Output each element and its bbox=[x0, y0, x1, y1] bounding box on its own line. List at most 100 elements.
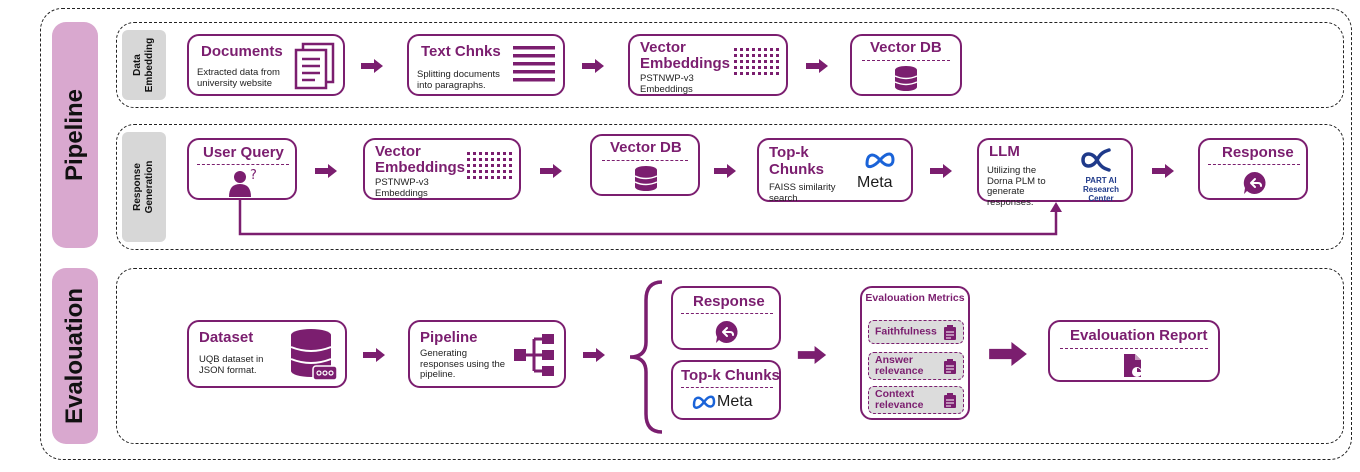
metric-context-relevance: Context relevance bbox=[868, 386, 964, 414]
user-question-icon: ? bbox=[229, 168, 257, 197]
query-to-llm-connector bbox=[238, 200, 1062, 236]
response-generation-label: Response Generation bbox=[122, 132, 166, 242]
arrow-icon bbox=[797, 346, 827, 364]
arrow-icon bbox=[806, 59, 828, 73]
pipeline-node: Pipeline Generating responses using the … bbox=[408, 320, 566, 388]
arrow-icon bbox=[930, 164, 952, 178]
eval-topk-node: Top-k Chunks Meta bbox=[671, 360, 781, 420]
clipboard-icon bbox=[944, 325, 956, 340]
vector-embeddings-node: Vector Embeddings PSTNWP-v3 Embeddings bbox=[628, 34, 788, 96]
evaluation-label: Evalouation bbox=[52, 268, 98, 444]
embedding-grid-icon bbox=[467, 152, 512, 179]
part-ai-logo-text: PART AI Research Center bbox=[1071, 176, 1131, 203]
arrow-icon bbox=[540, 164, 562, 178]
vector-embeddings-desc: PSTNWP-v3 Embeddings bbox=[640, 73, 694, 95]
user-query-title: User Query bbox=[203, 144, 284, 161]
pipeline-desc: Generating responses using the pipeline. bbox=[420, 348, 506, 380]
embedding-grid-icon bbox=[734, 48, 779, 75]
arrow-icon bbox=[1152, 164, 1174, 178]
dataset-desc: UQB dataset in JSON format. bbox=[199, 354, 264, 376]
text-chunks-node: Text Chnks Splitting documents into para… bbox=[407, 34, 565, 96]
vector-embeddings-title: Vector Embeddings bbox=[640, 39, 731, 72]
vector-db-title: Vector DB bbox=[870, 39, 942, 56]
metric-label: Answer relevance bbox=[875, 354, 924, 377]
dataset-node: Dataset UQB dataset in JSON format. bbox=[187, 320, 347, 388]
arrow-icon bbox=[363, 348, 385, 362]
pipeline-title: Pipeline bbox=[420, 329, 478, 346]
metric-answer-relevance: Answer relevance bbox=[868, 352, 964, 380]
evaluation-section bbox=[116, 268, 1344, 444]
diagram-frame bbox=[40, 8, 1352, 460]
title-underline bbox=[862, 60, 950, 61]
data-embedding-section bbox=[116, 22, 1344, 108]
response-node: Response bbox=[1198, 138, 1308, 200]
arrow-icon bbox=[714, 164, 736, 178]
pipeline-label: Pipeline bbox=[52, 22, 98, 248]
response-title: Response bbox=[1222, 144, 1294, 161]
part-ai-logo-line2: Research Center bbox=[1082, 185, 1120, 203]
report-node: Evalouation Report bbox=[1048, 320, 1220, 382]
documents-desc: Extracted data from university website bbox=[197, 67, 280, 89]
title-underline bbox=[681, 313, 773, 314]
text-chunks-title: Text Chnks bbox=[421, 43, 501, 60]
topk-chunks-title: Top-k Chunks bbox=[769, 144, 825, 178]
report-document-icon bbox=[1124, 354, 1142, 377]
vector-embeddings-title: Vector Embeddings bbox=[375, 143, 466, 176]
user-query-node: User Query ? bbox=[187, 138, 297, 200]
text-lines-icon bbox=[513, 46, 555, 82]
vector-db-title: Vector DB bbox=[610, 139, 682, 156]
vector-embeddings-node-2: Vector Embeddings PSTNWP-v3 Embeddings bbox=[363, 138, 521, 200]
database-icon bbox=[634, 166, 658, 191]
clipboard-icon bbox=[944, 393, 956, 408]
meta-logo-icon bbox=[865, 152, 895, 169]
data-embedding-label-text: Data Embedding bbox=[132, 37, 155, 93]
arrow-icon bbox=[583, 348, 605, 362]
part-ai-logo-icon bbox=[1081, 148, 1111, 172]
vector-embeddings-desc: PSTNWP-v3 Embeddings bbox=[375, 177, 429, 199]
metrics-node: Evalouation Metrics Faithfulness Answer … bbox=[860, 286, 970, 420]
eval-response-title: Response bbox=[693, 293, 765, 310]
database-icon bbox=[894, 66, 918, 91]
arrow-icon bbox=[989, 342, 1027, 366]
llm-node: LLM Utilizing the Dorna PLM to generate … bbox=[977, 138, 1133, 207]
topk-chunks-node: Top-k Chunks FAISS similarity search Met… bbox=[757, 138, 913, 204]
meta-logo-icon bbox=[692, 395, 716, 409]
svg-text:?: ? bbox=[250, 168, 257, 183]
reply-bubble-icon bbox=[715, 320, 738, 343]
data-embedding-label: Data Embedding bbox=[122, 30, 166, 100]
response-generation-section bbox=[116, 124, 1344, 250]
response-generation-label-text: Response Generation bbox=[132, 160, 155, 214]
dataset-database-icon bbox=[290, 329, 338, 381]
metric-label: Context relevance bbox=[875, 388, 924, 411]
arrow-icon bbox=[361, 59, 383, 73]
part-ai-logo-line1: PART AI bbox=[1085, 176, 1117, 185]
pipeline-label-text: Pipeline bbox=[61, 88, 88, 182]
meta-logo-text: Meta bbox=[717, 393, 753, 410]
arrow-icon bbox=[582, 59, 604, 73]
metrics-title: Evalouation Metrics bbox=[865, 292, 965, 304]
documents-node: Documents Extracted data from university… bbox=[187, 34, 345, 96]
evaluation-label-text: Evalouation bbox=[61, 287, 88, 425]
topk-chunks-desc: FAISS similarity search bbox=[769, 182, 836, 204]
meta-logo-text: Meta bbox=[857, 174, 893, 191]
title-underline bbox=[1208, 164, 1300, 165]
title-underline bbox=[681, 387, 773, 388]
report-title: Evalouation Report bbox=[1070, 327, 1208, 344]
vector-db-node: Vector DB bbox=[850, 34, 962, 96]
hierarchy-icon bbox=[514, 334, 554, 376]
eval-topk-title: Top-k Chunks bbox=[681, 367, 780, 384]
title-underline bbox=[197, 164, 289, 165]
text-chunks-desc: Splitting documents into paragraphs. bbox=[417, 69, 500, 91]
eval-response-node: Response bbox=[671, 286, 781, 350]
reply-bubble-icon bbox=[1243, 171, 1266, 194]
arrow-icon bbox=[315, 164, 337, 178]
clipboard-icon bbox=[944, 359, 956, 374]
dataset-title: Dataset bbox=[199, 329, 254, 346]
metric-faithfulness: Faithfulness bbox=[868, 320, 964, 344]
llm-desc: Utilizing the Dorna PLM to generate resp… bbox=[987, 165, 1046, 208]
curly-brace-icon bbox=[629, 280, 663, 434]
documents-icon bbox=[294, 42, 335, 90]
title-underline bbox=[602, 160, 688, 161]
metric-label: Faithfulness bbox=[875, 325, 937, 338]
documents-title: Documents bbox=[201, 43, 283, 60]
